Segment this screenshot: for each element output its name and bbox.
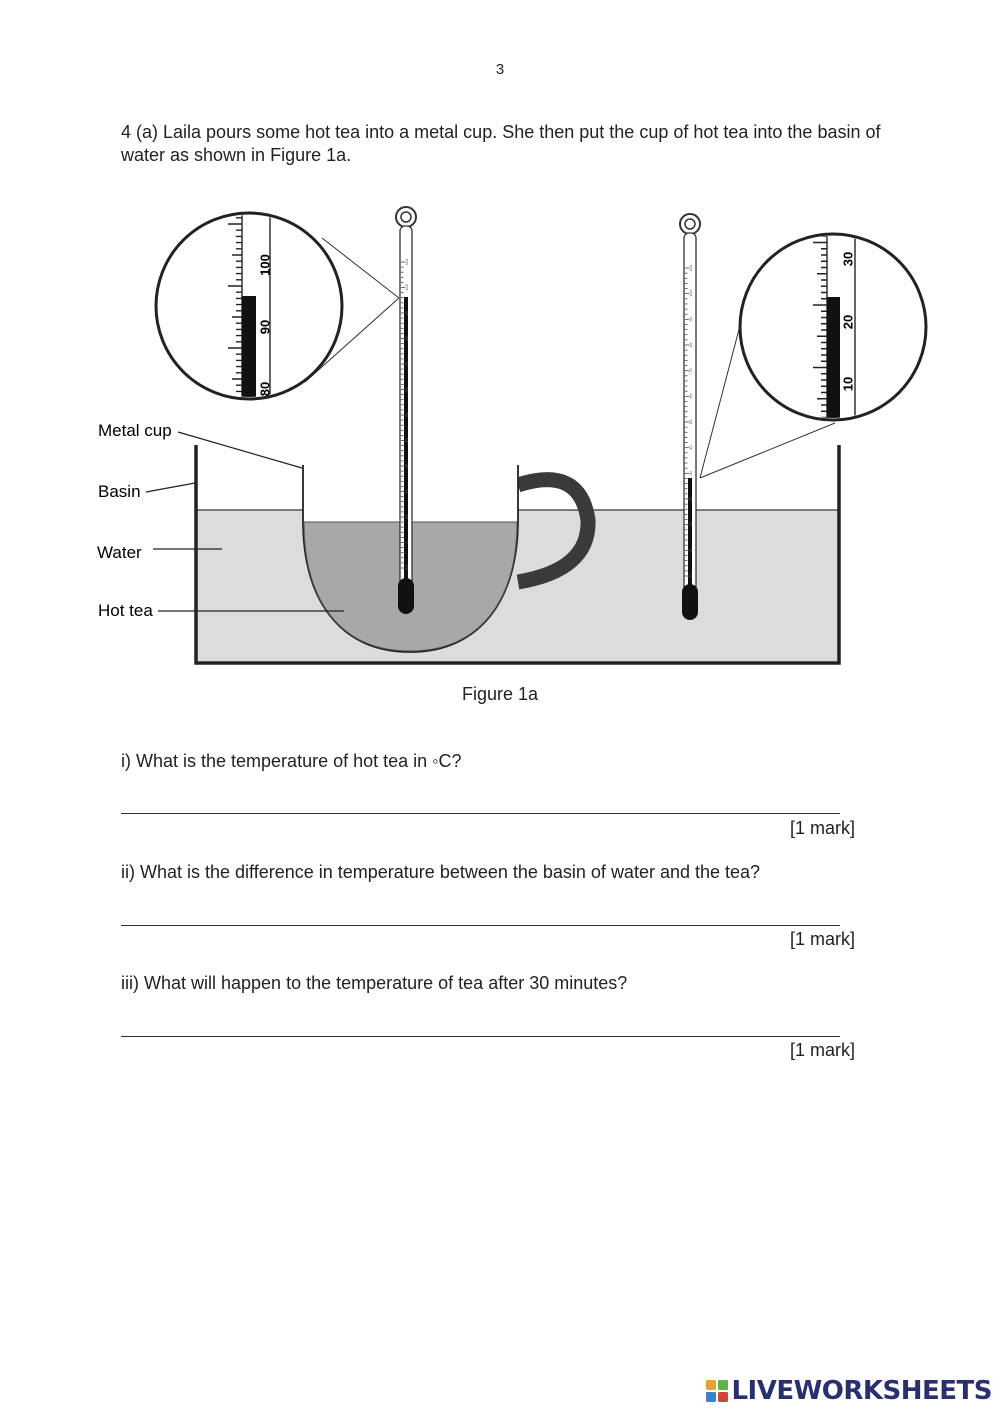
water-zoom-circle: 30 20 10 bbox=[738, 232, 928, 422]
water-zoom-label-mid: 20 bbox=[840, 315, 855, 329]
water-thermometer: -10 0 10 20 30 40 50 60 70 80 90 100 110 bbox=[679, 213, 701, 620]
part-ii-question: ii) What is the difference in temperatur… bbox=[121, 862, 761, 882]
liveworksheets-icon bbox=[706, 1380, 729, 1402]
thermometer-tick-label: 100 bbox=[688, 290, 693, 297]
label-water: Water bbox=[97, 543, 142, 562]
figure-caption: Figure 1a bbox=[461, 684, 539, 704]
thermometer-tick-label: 90 bbox=[688, 316, 693, 321]
thermometer-tick-label: 30 bbox=[688, 470, 693, 475]
thermometer-tick-label: 40 bbox=[688, 445, 693, 450]
question-intro: 4 (a) Laila pours some hot tea into a me… bbox=[121, 122, 881, 165]
thermometer-tick-label: 60 bbox=[688, 393, 693, 398]
part-ii-mark: [1 mark] bbox=[789, 929, 855, 949]
part-ii-answer-line[interactable] bbox=[121, 925, 840, 926]
thermometer-tick-label: 10 bbox=[404, 514, 409, 519]
thermometer-tick-label: 20 bbox=[404, 489, 409, 494]
thermometer-tick-label: 40 bbox=[404, 438, 409, 443]
thermometer-tick-label: 10 bbox=[688, 522, 693, 527]
liveworksheets-brand: LIVEWORKSHEETS bbox=[731, 1376, 992, 1406]
part-iii-mark: [1 mark] bbox=[789, 1040, 855, 1060]
label-basin: Basin bbox=[98, 482, 141, 501]
thermometer-tick-label: 20 bbox=[688, 496, 693, 501]
thermometer-tick-label: 50 bbox=[404, 412, 409, 417]
tea-zoom-circle: 100 90 80 bbox=[154, 211, 344, 401]
water-zoom-label-low: 10 bbox=[840, 377, 855, 391]
thermometer-tick-label: 90 bbox=[404, 310, 409, 315]
tea-zoom-label-low: 80 bbox=[257, 382, 272, 396]
thermometer-tick-label: 100 bbox=[404, 283, 409, 290]
figure-1a: -10 0 10 20 30 40 50 60 70 80 90 100 110 -10 0 10 20 30 4… bbox=[97, 206, 928, 665]
liveworksheets-logo[interactable]: LIVEWORKSHEETS bbox=[705, 1376, 992, 1406]
thermometer-tick-label: 60 bbox=[404, 387, 409, 392]
thermometer-tick-label: 30 bbox=[404, 463, 409, 468]
thermometer-tick-label: 80 bbox=[688, 342, 693, 347]
thermometer-tick-label: 110 bbox=[688, 264, 693, 271]
thermometer-tick-label: 70 bbox=[404, 361, 409, 366]
thermometer-tick-label: 50 bbox=[688, 419, 693, 424]
thermometer-tick-label: 0 bbox=[404, 541, 409, 544]
water-zoom-label-high: 30 bbox=[840, 252, 855, 266]
part-i-question: i) What is the temperature of hot tea in… bbox=[121, 751, 462, 771]
part-i-answer-line[interactable] bbox=[121, 813, 840, 814]
tea-zoom-label-high: 100 bbox=[257, 254, 272, 276]
thermometer-tick-label: 80 bbox=[404, 336, 409, 341]
tea-zoom-label-mid: 90 bbox=[257, 320, 272, 334]
thermometer-tick-label: -10 bbox=[688, 572, 693, 579]
part-iii-answer-line[interactable] bbox=[121, 1036, 840, 1037]
page-number: 3 bbox=[495, 61, 505, 78]
label-hot-tea: Hot tea bbox=[98, 601, 153, 620]
cup-handle bbox=[515, 472, 596, 590]
thermometer-tick-label: 0 bbox=[688, 548, 693, 551]
label-metal-cup: Metal cup bbox=[98, 421, 172, 440]
part-i-mark: [1 mark] bbox=[789, 818, 855, 838]
basin-outline bbox=[194, 445, 841, 665]
tea-thermometer: -10 0 10 20 30 40 50 60 70 80 90 100 110 bbox=[395, 206, 417, 614]
part-iii-question: iii) What will happen to the temperature… bbox=[121, 973, 628, 993]
thermometer-tick-label: 70 bbox=[688, 368, 693, 373]
thermometer-tick-label: 110 bbox=[404, 258, 409, 265]
thermometer-tick-label: -10 bbox=[404, 564, 409, 571]
